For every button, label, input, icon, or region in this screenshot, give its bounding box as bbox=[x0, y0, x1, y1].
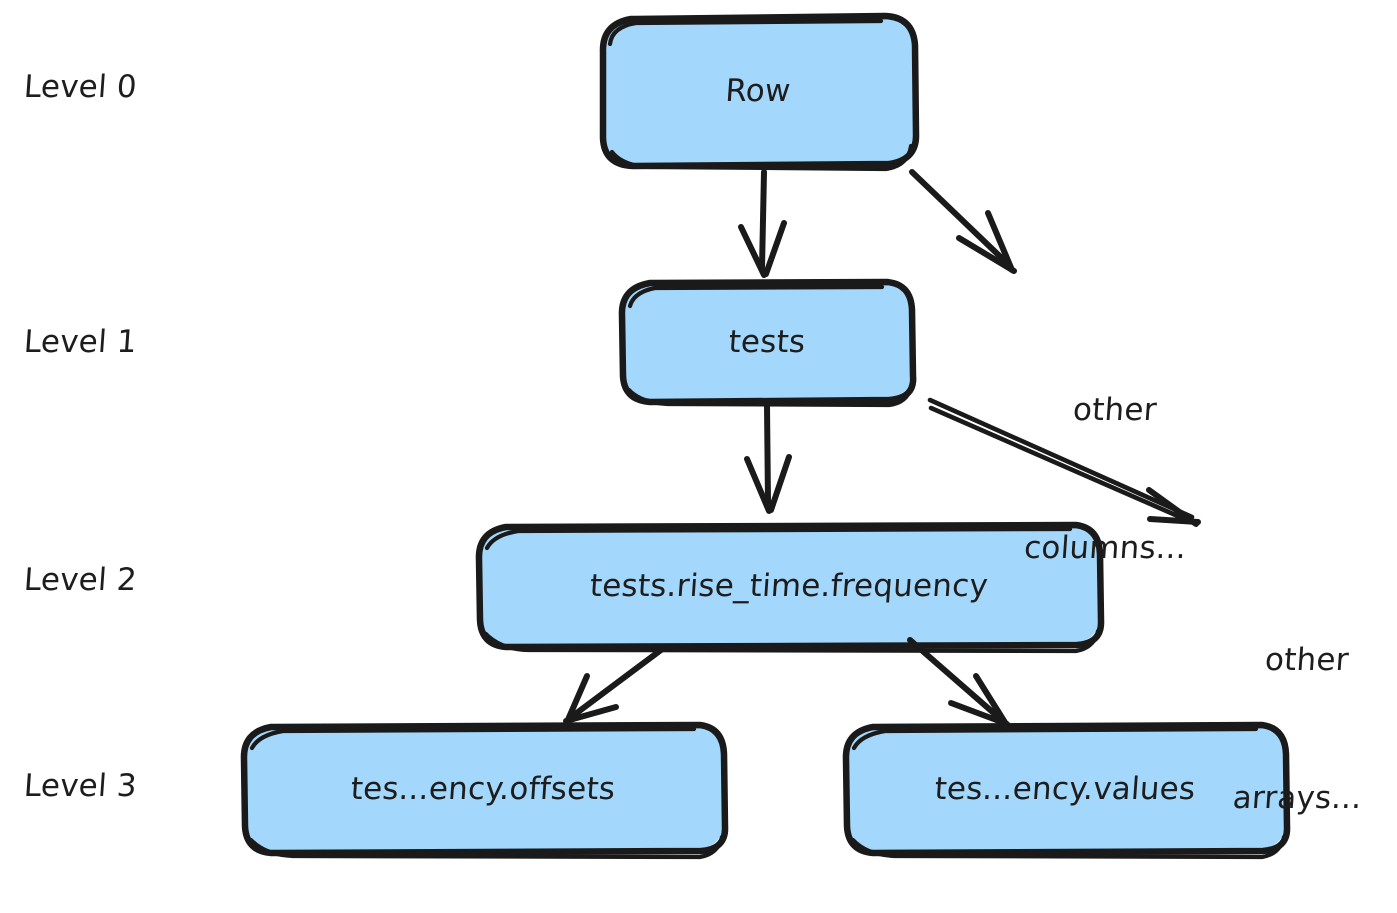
edge-row-to-other-columns bbox=[909, 169, 1017, 274]
edge-row-to-tests bbox=[738, 169, 787, 278]
diagram-sketch-layer: .nodefill { fill: #a3d7fb; } .nodestroke… bbox=[240, 12, 1291, 860]
annotation-other-columns-line1: other bbox=[1071, 392, 1158, 428]
node-frequency-shape[interactable] bbox=[475, 521, 1105, 654]
node-label-row[interactable]: Row bbox=[724, 73, 792, 109]
node-row-shape[interactable] bbox=[599, 12, 920, 172]
node-label-tests[interactable]: tests bbox=[727, 324, 807, 360]
annotation-other-columns-line2: columns... bbox=[1022, 530, 1188, 566]
node-label-offsets[interactable]: tes...ency.offsets bbox=[349, 771, 617, 807]
level-label-2: Level 2 bbox=[22, 562, 139, 598]
level-label-3: Level 3 bbox=[22, 768, 139, 804]
annotation-other-arrays: other arrays... bbox=[1199, 545, 1397, 913]
edge-tests-to-other-arrays bbox=[927, 397, 1201, 527]
edge-frequency-to-offsets bbox=[563, 647, 664, 725]
edge-frequency-to-values bbox=[907, 637, 1010, 727]
level-label-0: Level 0 bbox=[22, 69, 139, 105]
level-label-1: Level 1 bbox=[22, 324, 139, 360]
annotation-other-arrays-line2: arrays... bbox=[1231, 780, 1363, 816]
diagram-canvas: .nodefill { fill: #a3d7fb; } .nodestroke… bbox=[22, 12, 1363, 860]
annotation-other-columns: other columns... bbox=[1002, 295, 1218, 663]
node-values-shape[interactable] bbox=[842, 721, 1291, 860]
edge-tests-to-frequency bbox=[744, 403, 792, 514]
node-tests-shape[interactable] bbox=[618, 278, 917, 408]
annotation-other-arrays-line1: other bbox=[1263, 642, 1350, 678]
node-offsets-shape[interactable] bbox=[240, 721, 729, 860]
